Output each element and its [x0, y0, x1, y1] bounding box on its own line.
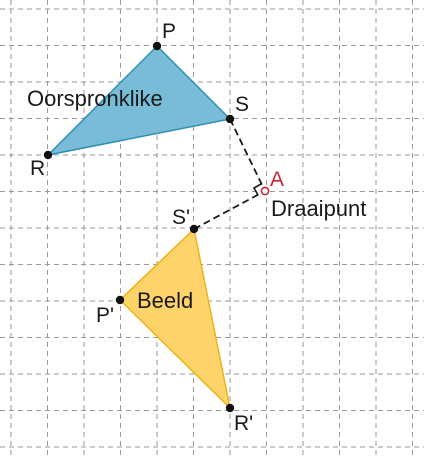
original-triangle	[45, 44, 232, 157]
vertex-p-prime	[115, 295, 125, 305]
label-a: A	[270, 168, 284, 191]
right-angle-marker-icon	[252, 183, 262, 196]
vertex-s-prime	[189, 224, 199, 234]
vertex-r	[43, 150, 53, 160]
vertex-p	[152, 41, 162, 51]
image-label: Beeld	[137, 288, 193, 313]
label-p: P	[162, 20, 176, 43]
pivot-caption: Draaipunt	[271, 196, 366, 221]
image-triangle	[118, 227, 232, 411]
vertex-r-prime	[225, 403, 235, 413]
label-r: R	[30, 157, 45, 180]
pivot-point-icon	[260, 186, 270, 196]
original-label: Oorspronklike	[27, 86, 163, 111]
segment-sprime-to-a	[193, 190, 266, 230]
vertex-s	[225, 114, 235, 124]
label-s: S	[235, 93, 249, 116]
label-s-prime: S'	[172, 206, 190, 229]
segment-s-to-a	[229, 118, 266, 192]
label-p-prime: P'	[96, 304, 114, 327]
label-r-prime: R'	[234, 412, 253, 435]
